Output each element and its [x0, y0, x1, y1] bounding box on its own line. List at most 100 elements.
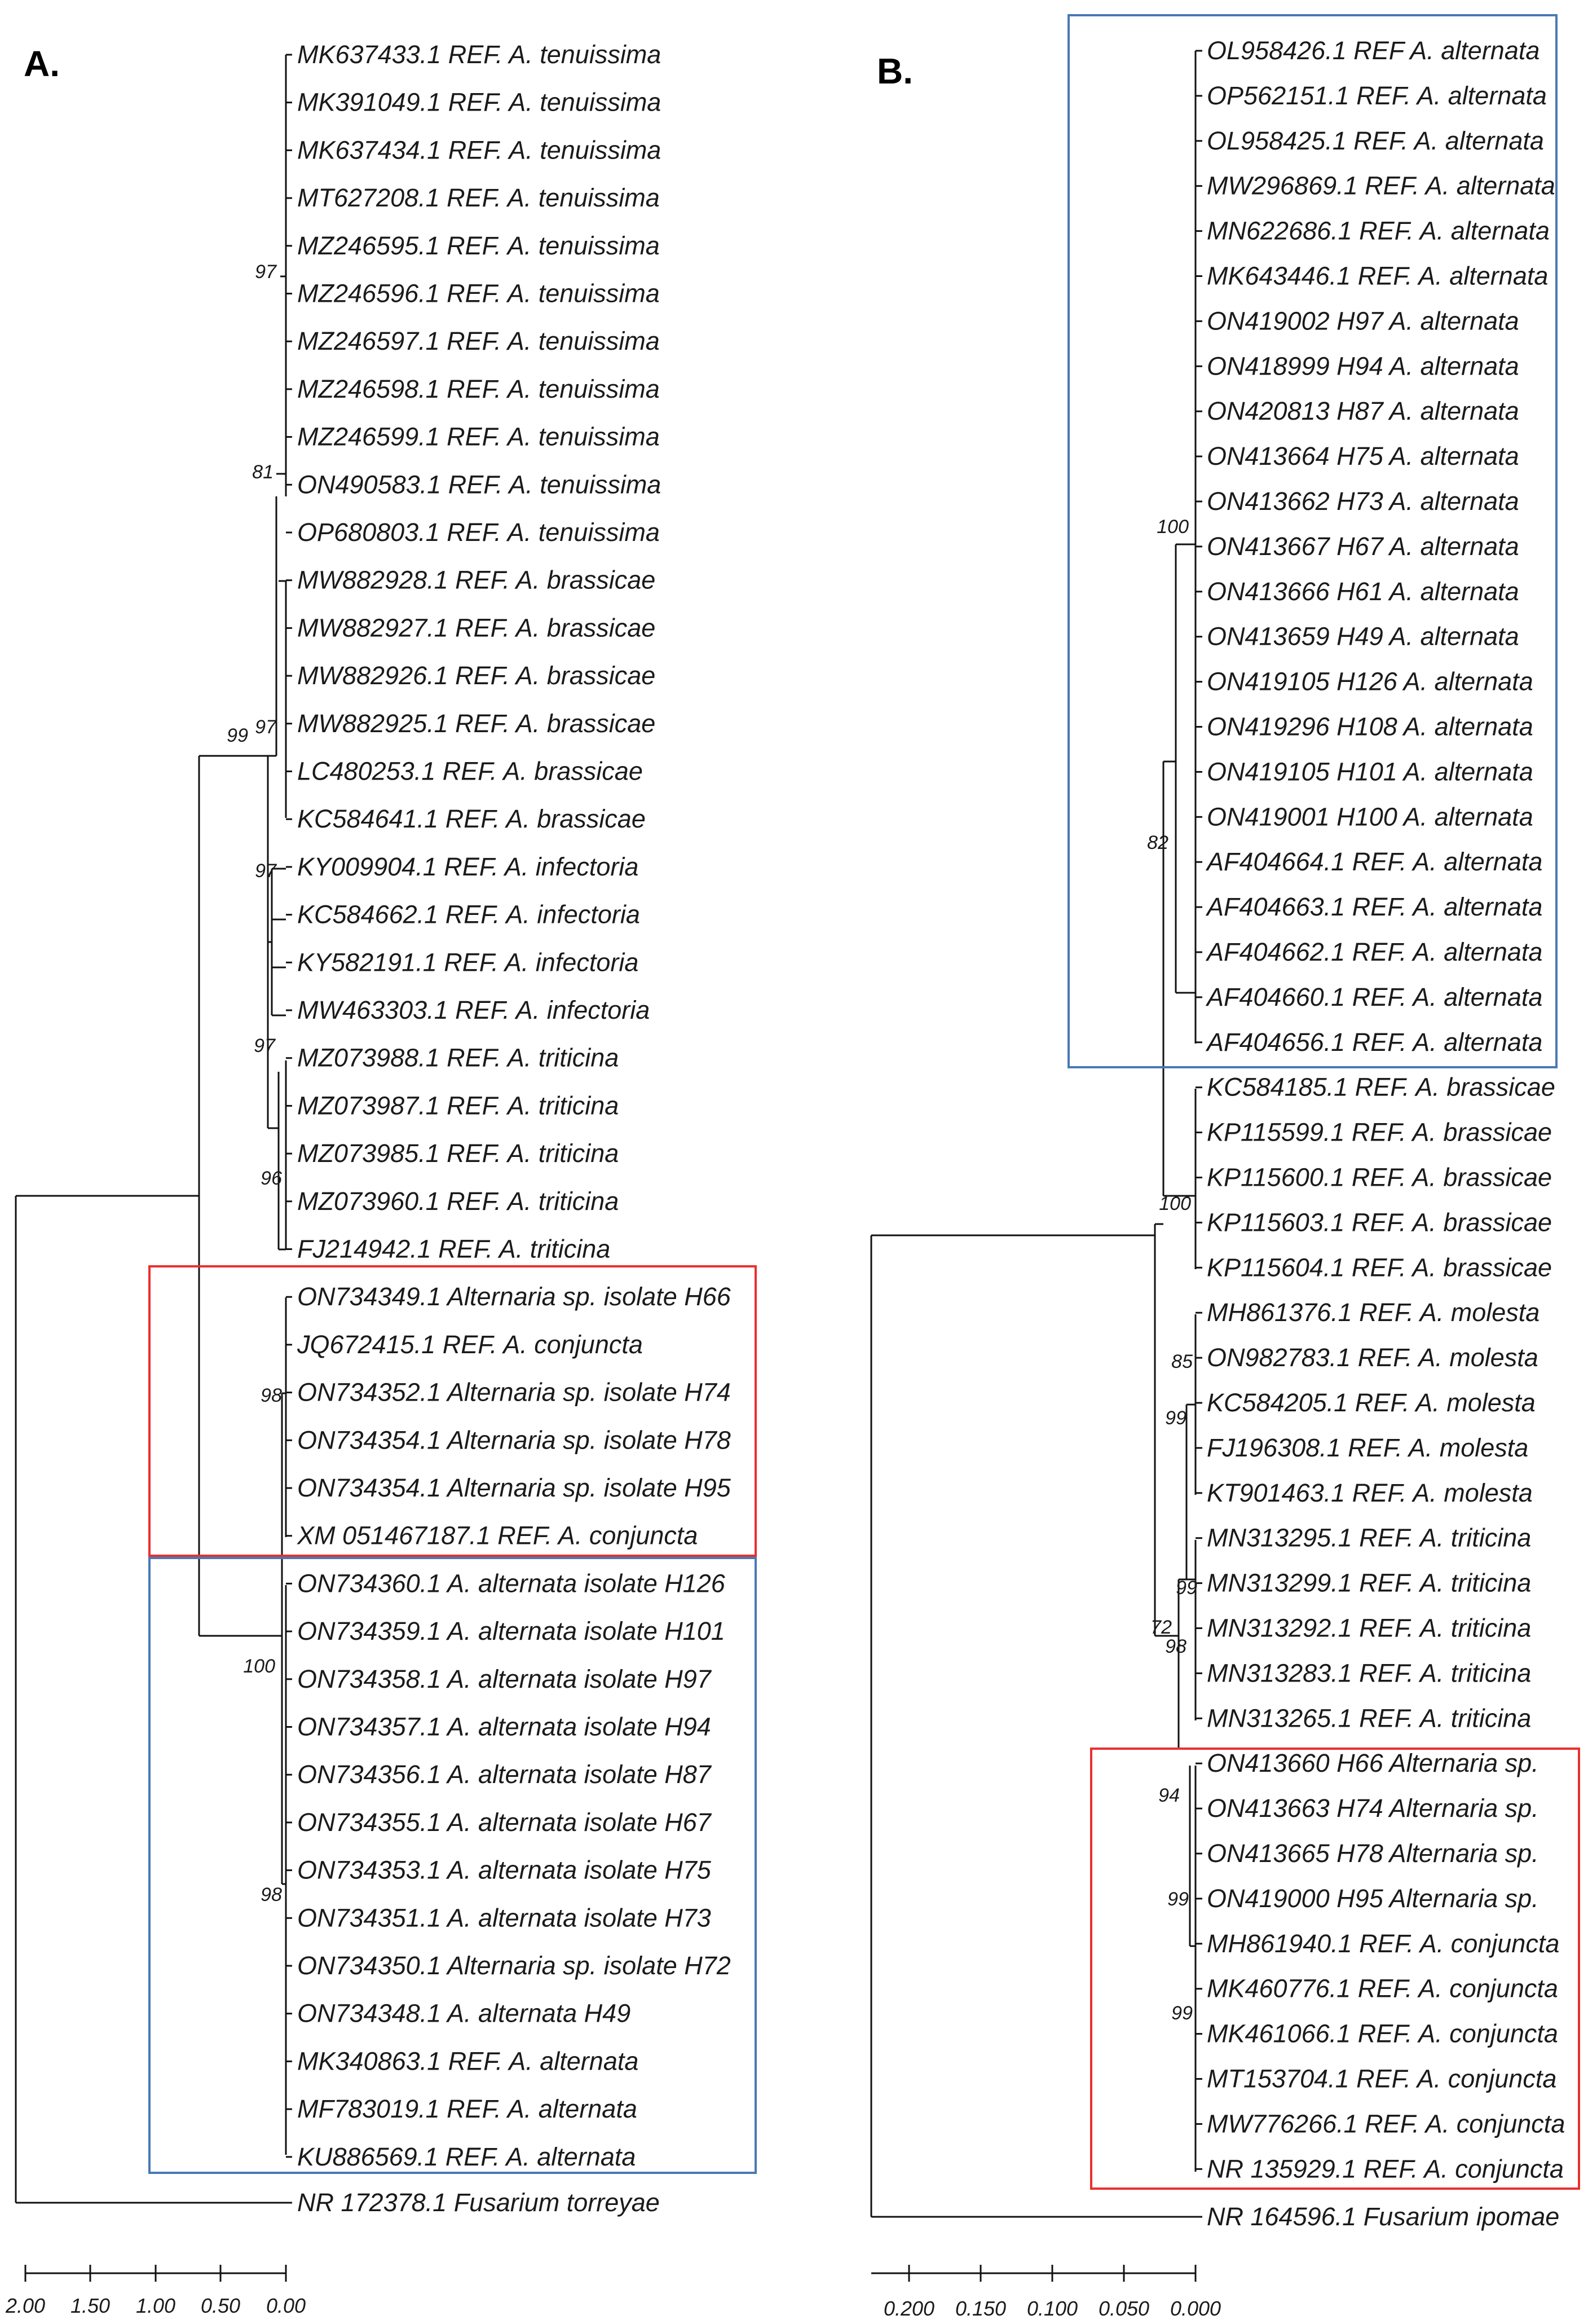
tree-a-scale-tick-label: 2.00 [5, 2294, 45, 2317]
tree-b-leaf-label: AF404662.1 REF. A. alternata [1205, 937, 1542, 966]
tree-a-bootstrap-label: 99 [227, 725, 248, 746]
tree-b-leaf-label: MN313299.1 REF. A. triticina [1207, 1569, 1531, 1597]
tree-b-scale-bar [871, 2265, 1197, 2282]
tree-b-leaf-label: AF404656.1 REF. A. alternata [1205, 1028, 1542, 1057]
tree-a-bootstrap-label: 97 [254, 1035, 276, 1057]
tree-b-bootstrap-label: 99 [1176, 1577, 1197, 1599]
tree-a-scale-bar [24, 2265, 287, 2282]
tree-b-bootstrap-label: 99 [1165, 1407, 1186, 1429]
tree-a-leaf-label: FJ214942.1 REF. A. triticina [297, 1235, 610, 1264]
tree-a-scale-tick-label: 0.00 [266, 2294, 306, 2317]
tree-b-leaf-label: MK643446.1 REF. A. alternata [1207, 262, 1548, 290]
tree-b-leaf-label: MW296869.1 REF. A. alternata [1207, 171, 1555, 200]
tree-b-leaf-label: KC584185.1 REF. A. brassicae [1207, 1073, 1555, 1102]
tree-a-bootstrap-label: 97 [255, 261, 277, 283]
tree-a-leaf-label: ON734357.1 A. alternata isolate H94 [297, 1713, 711, 1741]
tree-a-leaf-label: MW463303.1 REF. A. infectoria [297, 996, 650, 1024]
tree-b-alternata-box [1068, 14, 1558, 1068]
tree-b-leaf-label: KP115599.1 REF. A. brassicae [1207, 1118, 1552, 1147]
tree-a-leaf-label: MZ246599.1 REF. A. tenuissima [297, 422, 660, 451]
tree-b-leaf-label: MH861376.1 REF. A. molesta [1207, 1298, 1540, 1327]
tree-a-bootstrap-label: 96 [261, 1168, 282, 1189]
tree-a-leaf-labels: MK637433.1 REF. A. tenuissimaMK391049.1 … [286, 40, 731, 2217]
tree-b-leaf-label: ON419001 H100 A. alternata [1207, 802, 1533, 831]
tree-a-leaf-label: KU886569.1 REF. A. alternata [297, 2142, 636, 2171]
tree-b-leaf-label: MN313265.1 REF. A. triticina [1207, 1704, 1531, 1732]
tree-a-leaf-label: ON734353.1 A. alternata isolate H75 [297, 1856, 712, 1885]
tree-a-leaf-label: ON734355.1 A. alternata isolate H67 [297, 1808, 712, 1837]
tree-a-leaf-label: ON734352.1 Alternaria sp. isolate H74 [297, 1378, 731, 1407]
tree-b-leaf-label: ON413664 H75 A. alternata [1207, 442, 1519, 470]
tree-a-leaf-label: MW882925.1 REF. A. brassicae [297, 709, 655, 738]
tree-b-leaf-label: ON419296 H108 A. alternata [1207, 712, 1533, 741]
tree-b-leaf-label: OL958426.1 REF A. alternata [1207, 36, 1540, 65]
tree-b-bootstrap-label: 94 [1158, 1785, 1180, 1806]
tree-a-scale-tick-label: 1.50 [70, 2294, 110, 2317]
tree-b-leaf-label: ON418999 H94 A. alternata [1207, 351, 1519, 380]
tree-a-leaf-label: MF783019.1 REF. A. alternata [297, 2094, 637, 2123]
tree-b-scale-tick-label: 0.100 [1027, 2297, 1078, 2320]
tree-b-scale-tick-label: 0.000 [1170, 2297, 1221, 2320]
tree-a-leaf-label: ON734356.1 A. alternata isolate H87 [297, 1760, 712, 1789]
tree-a-leaf-label: OP680803.1 REF. A. tenuissima [297, 518, 660, 547]
tree-a-bootstrap-label: 98 [261, 1884, 282, 1905]
tree-a-leaf-label: ON734349.1 Alternaria sp. isolate H66 [297, 1282, 731, 1311]
tree-a-leaf-label: MW882928.1 REF. A. brassicae [297, 566, 655, 595]
tree-a-leaf-label: XM 051467187.1 REF. A. conjuncta [297, 1521, 698, 1550]
tree-a-leaf-label: JQ672415.1 REF. A. conjuncta [297, 1330, 643, 1359]
tree-b-leaf-label: MK461066.1 REF. A. conjuncta [1207, 2019, 1558, 2048]
tree-a-leaf-label: ON734360.1 A. alternata isolate H126 [297, 1569, 726, 1597]
tree-a-leaf-label: MK391049.1 REF. A. tenuissima [297, 88, 661, 117]
tree-b-leaf-label: KP115600.1 REF. A. brassicae [1207, 1163, 1552, 1192]
tree-a-leaf-label: KC584662.1 REF. A. infectoria [297, 900, 640, 929]
tree-b-leaf-label: KT901463.1 REF. A. molesta [1207, 1478, 1533, 1507]
tree-a-leaf-label: MT627208.1 REF. A. tenuissima [297, 183, 660, 212]
tree-a-leaf-label: MK637433.1 REF. A. tenuissima [297, 40, 661, 69]
tree-b-leaf-label: ON419105 H101 A. alternata [1207, 757, 1533, 786]
tree-b-leaf-label: MN313283.1 REF. A. triticina [1207, 1658, 1531, 1687]
tree-a-scale-tick-label: 0.50 [201, 2294, 240, 2317]
tree-b-leaf-label: NR 164596.1 Fusarium ipomae [1207, 2202, 1559, 2231]
tree-b-scale-tick-label: 0.050 [1099, 2297, 1149, 2320]
tree-a-leaf-label: KY009904.1 REF. A. infectoria [297, 852, 638, 881]
tree-a-bootstrap-label: 98 [261, 1385, 282, 1406]
tree-b-leaf-label: OL958425.1 REF. A. alternata [1207, 126, 1544, 155]
tree-b-bootstrap-label: 85 [1171, 1351, 1193, 1372]
tree-b-scale-tick-label: 0.150 [955, 2297, 1006, 2320]
tree-a-leaf-label: MZ246597.1 REF. A. tenuissima [297, 327, 660, 355]
tree-b-leaf-label: MK460776.1 REF. A. conjuncta [1207, 1974, 1558, 2003]
tree-a-bootstrap-label: 100 [243, 1656, 275, 1677]
tree-b-leaf-label: KP115603.1 REF. A. brassicae [1207, 1208, 1552, 1236]
tree-b-leaf-label: KC584205.1 REF. A. molesta [1207, 1388, 1536, 1417]
tree-a-bootstrap-label: 97 [255, 860, 277, 882]
tree-b-bootstrap-label: 82 [1147, 832, 1168, 853]
tree-b-leaf-label: ON413663 H74 Alternaria sp. [1207, 1794, 1539, 1823]
tree-b-leaf-label: ON419000 H95 Alternaria sp. [1207, 1884, 1539, 1913]
tree-b-leaf-label: ON420813 H87 A. alternata [1207, 397, 1519, 425]
tree-b-leaf-label: ON413667 H67 A. alternata [1207, 532, 1519, 561]
tree-b-leaf-label: ON419105 H126 A. alternata [1207, 667, 1533, 696]
tree-b-bootstrap-label: 99 [1167, 1889, 1189, 1910]
tree-a-leaf-label: ON734359.1 A. alternata isolate H101 [297, 1617, 725, 1645]
tree-a-bootstrap-label: 81 [252, 461, 274, 483]
tree-b-leaf-label: ON413660 H66 Alternaria sp. [1207, 1749, 1539, 1777]
tree-b-leaf-label: OP562151.1 REF. A. alternata [1207, 81, 1547, 110]
tree-b-bootstrap-label: 100 [1157, 516, 1189, 538]
tree-a-leaf-label: MZ246595.1 REF. A. tenuissima [297, 231, 660, 260]
tree-a-leaf-label: MZ073987.1 REF. A. triticina [297, 1091, 619, 1120]
tree-b-leaf-label: ON413665 H78 Alternaria sp. [1207, 1839, 1539, 1868]
tree-b-leaf-label: ON982783.1 REF. A. molesta [1207, 1343, 1538, 1372]
tree-a-branches [15, 55, 287, 2204]
tree-b-bootstrap-label: 100 [1159, 1193, 1191, 1214]
tree-b-leaf-label: MN313295.1 REF. A. triticina [1207, 1524, 1531, 1552]
tree-a-leaf-label: MZ073988.1 REF. A. triticina [297, 1044, 619, 1072]
tree-a-bootstrap-label: 97 [255, 716, 277, 738]
tree-b-leaf-label: ON419002 H97 A. alternata [1207, 306, 1519, 335]
tree-a-leaf-label: ON734351.1 A. alternata isolate H73 [297, 1903, 711, 1932]
tree-a-alternata-box [148, 1557, 757, 2174]
tree-b-leaf-label: ON413666 H61 A. alternata [1207, 577, 1519, 606]
tree-a-leaf-label: MZ246598.1 REF. A. tenuissima [297, 375, 660, 403]
